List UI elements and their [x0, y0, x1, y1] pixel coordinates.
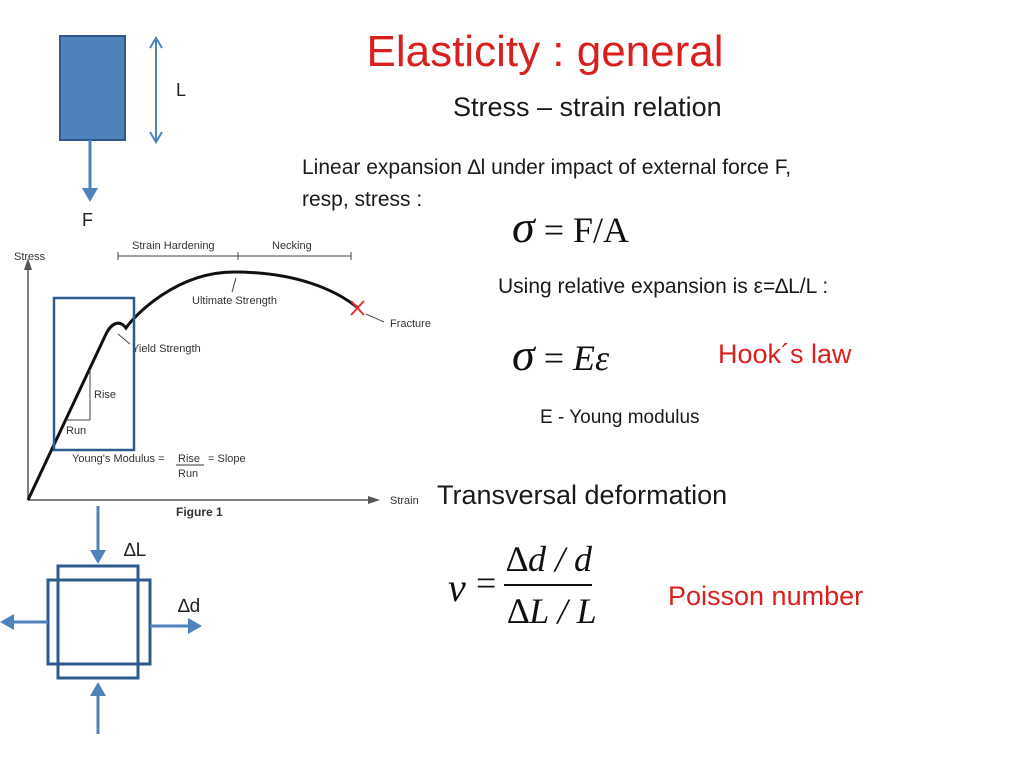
strain-hardening-label: Strain Hardening	[132, 240, 215, 252]
necking-label: Necking	[272, 240, 312, 252]
elastic-region-box	[52, 296, 136, 452]
hooke-formula-rhs: Eε	[573, 338, 610, 378]
x-axis-arrow	[368, 496, 380, 504]
bottom-compression-arrowhead	[90, 682, 106, 696]
x-axis-label: Strain	[390, 495, 419, 507]
original-shape	[56, 564, 140, 680]
ultimate-strength-label: Ultimate Strength	[192, 295, 277, 307]
length-arrow-bottom	[149, 131, 163, 144]
slide-subtitle: Stress – strain relation	[453, 92, 722, 122]
youngs-modulus-run: Run	[178, 468, 198, 480]
force-label: F	[82, 210, 93, 230]
fracture-mark	[350, 300, 365, 316]
deformed-shape	[46, 578, 152, 666]
rise-label: Rise	[94, 389, 116, 401]
stress-formula-rhs: = F/A	[534, 210, 630, 250]
y-axis-label: Stress	[14, 251, 46, 263]
square-deformation-diagram: ∆L ∆d	[0, 506, 202, 734]
yield-strength-leader	[117, 333, 131, 345]
relative-expansion-text: Using relative expansion is ε=∆L/L :	[498, 275, 829, 298]
delta-l-label: ∆L	[124, 540, 146, 561]
ultimate-strength-leader	[231, 277, 237, 293]
stress-formula: σ = F/A	[512, 202, 629, 255]
poisson-denominator: ∆L / L	[507, 591, 597, 631]
delta-d-label: ∆d	[178, 596, 200, 617]
intro-line-1: Linear expansion ∆l under impact of exte…	[302, 156, 792, 179]
left-expansion-arrowhead	[0, 614, 14, 630]
youngs-modulus-rise: Rise	[178, 453, 200, 465]
y-axis-arrow	[24, 258, 32, 270]
youngs-modulus-prefix: Young's Modulus =	[72, 453, 165, 465]
hooke-law-label: Hook´s law	[718, 339, 852, 369]
fracture-label: Fracture	[390, 318, 431, 330]
intro-line-2: resp, stress :	[302, 188, 423, 211]
poisson-number-label: Poisson number	[668, 581, 864, 611]
hooke-formula: σ = Eε	[512, 330, 609, 383]
stress-strain-curve	[26, 270, 359, 501]
slide-title: Elasticity : general	[366, 27, 724, 76]
poisson-nu: ν	[448, 565, 466, 610]
top-compression-arrowhead	[90, 550, 106, 564]
length-arrow-top	[149, 36, 163, 49]
hooke-formula-sigma: σ	[512, 329, 535, 380]
length-label: L	[176, 80, 186, 100]
right-expansion-arrowhead	[188, 618, 202, 634]
intro-text: Linear expansion ∆l under impact of exte…	[302, 152, 942, 216]
youngs-modulus-suffix: = Slope	[208, 453, 246, 465]
bar-force-diagram: L F	[59, 35, 186, 230]
run-label: Run	[66, 425, 86, 437]
hooke-formula-eq: =	[534, 338, 573, 378]
force-arrow-head	[82, 188, 98, 202]
poisson-formula: ν = ∆d / d ∆L / L	[448, 536, 608, 636]
bar-rectangle	[59, 35, 126, 141]
young-modulus-label: E - Young modulus	[540, 407, 700, 428]
poisson-fraction-bar	[504, 584, 592, 586]
yield-strength-label: Yield Strength	[132, 343, 201, 355]
poisson-equals: =	[476, 563, 497, 603]
figure-caption: Figure 1	[176, 505, 223, 519]
stress-formula-sigma: σ	[512, 201, 535, 252]
poisson-numerator: ∆d / d	[505, 539, 593, 579]
transversal-deformation-heading: Transversal deformation	[437, 480, 728, 510]
fracture-leader	[365, 313, 385, 323]
stress-strain-figure: Stress Strain Strain Hardening Necking U…	[14, 240, 431, 519]
